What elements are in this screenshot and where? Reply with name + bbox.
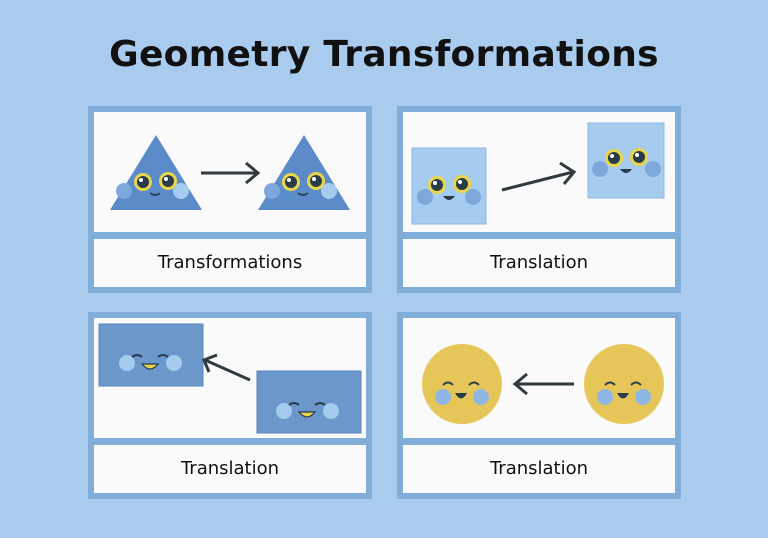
card-translation-rectangle: Translation [88,312,372,499]
card-illustration [403,112,675,232]
card-illustration [94,112,366,232]
rectangle-translation-illustration [98,323,362,434]
card-translation-square: Translation [397,106,681,293]
card-translation-circle: Translation [397,312,681,499]
square-translation-illustration [411,122,665,225]
card-illustration [94,318,366,438]
arrow-up-right [501,161,577,192]
card-label: Translation [94,445,366,493]
circle-shape-left [422,344,502,424]
triangle-shape-right [258,135,350,210]
card-transformations: Transformations [88,106,372,293]
card-label: Translation [403,445,675,493]
card-label: Transformations [94,239,366,287]
square-shape-left [411,147,487,225]
triangle-shape-left [110,135,202,210]
triangle-translation-illustration [110,135,350,210]
square-shape-right [587,122,665,199]
page-title: Geometry Transformations [109,34,659,75]
arrow-left [512,372,574,396]
arrow-right [201,161,261,185]
rectangle-shape-right [256,370,362,434]
card-illustration [403,318,675,438]
arrow-up-left [202,353,251,382]
card-label: Translation [403,239,675,287]
circle-translation-illustration [422,344,664,424]
circle-shape-right [584,344,664,424]
rectangle-shape-left [98,323,204,387]
